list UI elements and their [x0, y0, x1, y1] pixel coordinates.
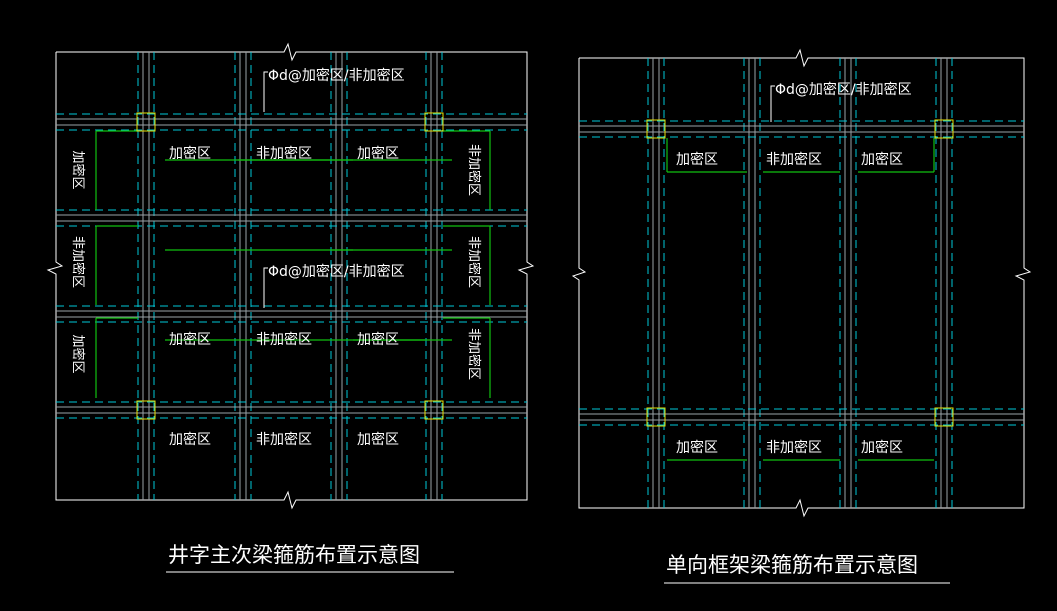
column [136, 400, 156, 420]
left-dense-label: 加密区 [357, 331, 399, 348]
left-spec-leader-mid [263, 267, 268, 308]
right-dense-label: 加密区 [861, 439, 903, 456]
right-side-non-dense-label: 非加密区 [466, 144, 482, 196]
column [646, 407, 666, 427]
left-zone-lines [95, 130, 491, 398]
right-dense-label: 加密区 [676, 151, 718, 168]
left-beam-grid [56, 52, 527, 500]
right-outline [571, 48, 1032, 518]
right-side-non-dense-label: 非加密区 [466, 236, 482, 288]
left-spec-label-mid: Φd@加密区/非加密区 [268, 263, 405, 280]
left-outline [46, 42, 535, 510]
column [934, 407, 954, 427]
left-side-dense-label: 加密区 [70, 334, 86, 373]
right-non-dense-label: 非加密区 [766, 439, 822, 456]
left-non-dense-label: 非加密区 [256, 431, 312, 448]
left-columns [136, 112, 444, 420]
left-diagram-title: 井字主次梁箍筋布置示意图 [168, 543, 420, 567]
column [424, 112, 444, 132]
right-spec-leader [770, 85, 775, 122]
column [136, 112, 156, 132]
right-non-dense-label: 非加密区 [766, 151, 822, 168]
left-side-dense-label: 加密区 [70, 150, 86, 189]
left-dense-label: 加密区 [357, 431, 399, 448]
right-dense-label: 加密区 [676, 439, 718, 456]
column [424, 400, 444, 420]
right-diagram-title: 单向框架梁箍筋布置示意图 [666, 553, 918, 577]
left-side-non-dense-label: 非加密区 [70, 236, 86, 288]
left-dense-label: 加密区 [357, 145, 399, 162]
column [934, 119, 954, 139]
right-spec-label: Φd@加密区/非加密区 [775, 81, 912, 98]
left-spec-label-top: Φd@加密区/非加密区 [268, 67, 405, 84]
left-dense-label: 加密区 [169, 145, 211, 162]
right-columns [646, 119, 954, 427]
column [646, 119, 666, 139]
right-one-way-frame-diagram: Φd@加密区/非加密区 加密区 非加密区 加密区 加密区 非加密区 加密区 单向… [571, 48, 1032, 584]
left-non-dense-label: 非加密区 [256, 145, 312, 162]
right-side-non-dense-label: 非加密区 [466, 328, 482, 380]
right-dense-label: 加密区 [861, 151, 903, 168]
left-spec-leader-top [263, 71, 268, 112]
left-dense-label: 加密区 [169, 431, 211, 448]
left-grid-beam-diagram: Φd@加密区/非加密区 Φd@加密区/非加密区 加密区 非加密区 加密区 加密区… [46, 42, 535, 573]
right-zone-lines [666, 138, 935, 461]
right-beam-grid [579, 58, 1024, 508]
left-dense-label: 加密区 [169, 331, 211, 348]
left-non-dense-label: 非加密区 [256, 331, 312, 348]
